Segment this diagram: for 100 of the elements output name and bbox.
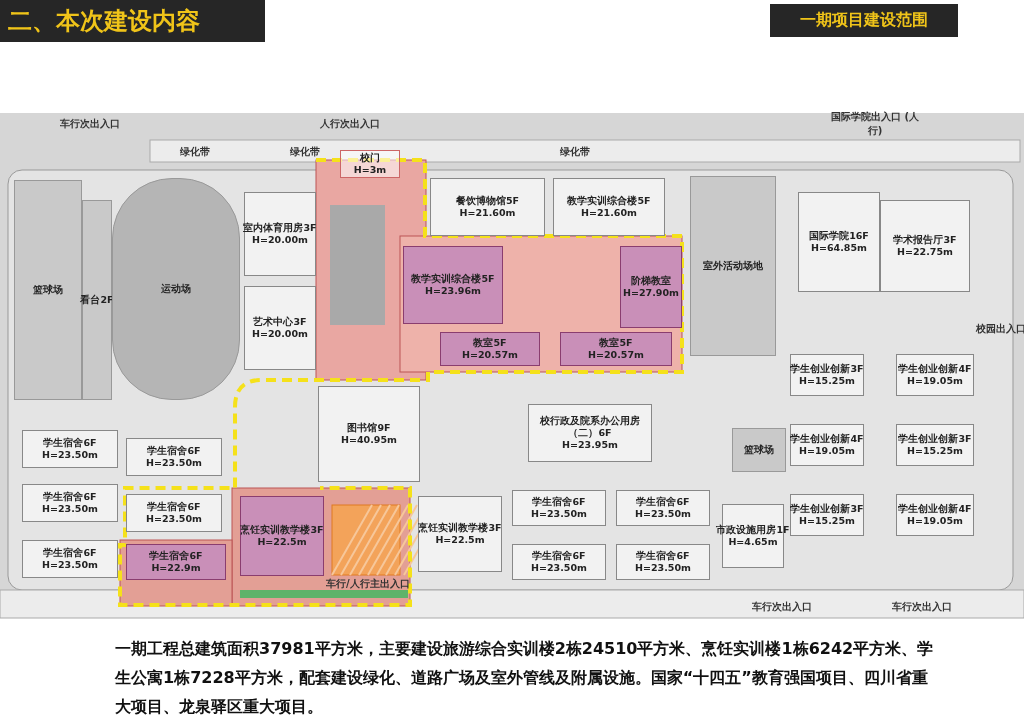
height-label: H=23.50m xyxy=(42,503,98,515)
building-name: 室外活动场地 xyxy=(703,260,763,272)
height-label: H=19.05m xyxy=(907,515,963,527)
height-label: H=15.25m xyxy=(799,375,855,387)
building-block xyxy=(430,178,545,236)
sports-field xyxy=(690,176,776,356)
height-label: H=23.50m xyxy=(146,457,202,469)
height-label: H=20.57m xyxy=(588,349,644,361)
building-block xyxy=(798,192,880,292)
height-label: H=20.00m xyxy=(252,328,308,340)
height-label: H=23.95m xyxy=(562,439,618,451)
building-name: 国际学院16F xyxy=(809,230,869,242)
height-label: H=23.50m xyxy=(635,508,691,520)
building-block xyxy=(22,484,118,522)
page-title: 二、本次建设内容 xyxy=(0,0,265,42)
sports-field xyxy=(732,428,786,472)
building-name: 烹饪实训教学楼3F xyxy=(418,522,502,534)
building-name: 教室5F xyxy=(473,337,507,349)
building-name: 运动场 xyxy=(161,283,191,295)
height-label: H=15.25m xyxy=(799,515,855,527)
building-name: 餐饮博物馆5F xyxy=(455,195,520,207)
building-block xyxy=(512,490,606,526)
building-block xyxy=(896,354,974,396)
building-name: 烹饪实训教学楼3F xyxy=(240,524,324,536)
building-block xyxy=(880,200,970,292)
height-label: H=19.05m xyxy=(799,445,855,457)
entrance-label: 车行次出入口 xyxy=(892,600,952,614)
building-name: 教学实训综合楼5F xyxy=(411,273,495,285)
height-label: H=23.50m xyxy=(635,562,691,574)
building-name: 图书馆9F xyxy=(347,422,391,434)
entrance-label: 车行次出入口 xyxy=(752,600,812,614)
building-block xyxy=(22,430,118,468)
caption-text: 一期工程总建筑面积37981平方米，主要建设旅游综合实训楼2栋24510平方米、烹饪实训楼1栋6242平方米、学生公寓1栋7228平方米，配套建设绿化、道路广场及室外管线及附属设施。国家“十四五”教育强国项目、四川省重大项目、龙泉驿区重大项目。 xyxy=(115,638,935,718)
building-block xyxy=(790,424,864,466)
height-label: H=23.50m xyxy=(146,513,202,525)
section-heading: 一期项目建设范围 xyxy=(770,4,958,37)
height-label: H=22.9m xyxy=(151,562,201,574)
building-block xyxy=(616,544,710,580)
building-name: 学生宿舍6F xyxy=(636,550,690,562)
building-block xyxy=(553,178,665,236)
height-label: H=23.50m xyxy=(531,508,587,520)
highlighted-building xyxy=(440,332,540,366)
highlighted-building xyxy=(620,246,682,328)
building-name: 阶梯教室 xyxy=(631,275,671,287)
building-name: 学生创业创新4F xyxy=(790,433,864,445)
building-name: 学生宿舍6F xyxy=(43,491,97,503)
building-block xyxy=(528,404,652,462)
greenbelt-label: 绿化带 xyxy=(560,145,590,159)
building-name: 篮球场 xyxy=(744,444,774,456)
building-name: 校行政及院系办公用房（二）6F xyxy=(539,415,641,439)
building-block xyxy=(22,540,118,578)
building-name: 艺术中心3F xyxy=(253,316,307,328)
building-block xyxy=(126,438,222,476)
height-label: H=22.5m xyxy=(257,536,307,548)
height-label: H=21.60m xyxy=(581,207,637,219)
building-block xyxy=(126,494,222,532)
height-label: H=64.85m xyxy=(811,242,867,254)
height-label: H=20.00m xyxy=(252,234,308,246)
height-label: H=40.95m xyxy=(341,434,397,446)
height-label: H=22.5m xyxy=(435,534,485,546)
entrance-label: 车行/人行主出入口 xyxy=(326,577,410,591)
building-block xyxy=(244,286,316,370)
height-label: H=4.65m xyxy=(728,536,778,548)
height-label: H=23.96m xyxy=(425,285,481,297)
building-block xyxy=(318,386,420,482)
building-name: 学生宿舍6F xyxy=(147,501,201,513)
building-name: 学生宿舍6F xyxy=(149,550,203,562)
building-block xyxy=(418,496,502,572)
building-block xyxy=(896,494,974,536)
building-block xyxy=(790,494,864,536)
height-label: H=23.50m xyxy=(531,562,587,574)
height-label: H=21.60m xyxy=(459,207,516,219)
building-name: 教学实训综合楼5F xyxy=(567,195,651,207)
building-block xyxy=(512,544,606,580)
height-label: H=15.25m xyxy=(907,445,963,457)
building-name: 学生宿舍6F xyxy=(636,496,690,508)
building-name: 学生创业创新3F xyxy=(790,363,864,375)
height-label: H=20.57m xyxy=(462,349,518,361)
building-name: 教室5F xyxy=(599,337,633,349)
height-label: H=27.90m xyxy=(623,287,679,299)
greenbelt-label: 绿化带 xyxy=(180,145,210,159)
building-name: 学生宿舍6F xyxy=(532,496,586,508)
sports-field xyxy=(14,180,82,400)
building-name: 学生宿舍6F xyxy=(532,550,586,562)
building-name: 校门 xyxy=(360,152,380,164)
entrance-label: 车行次出入口 xyxy=(60,117,120,131)
sports-field xyxy=(82,200,112,400)
building-name: 学生创业创新4F xyxy=(898,363,972,375)
building-name: 室内体育用房3F xyxy=(243,222,317,234)
gate-marker xyxy=(340,150,400,178)
building-name: 学生宿舍6F xyxy=(43,437,97,449)
height-label: H=22.75m xyxy=(897,246,953,258)
building-block xyxy=(896,424,974,466)
height-label: H=19.05m xyxy=(907,375,963,387)
greenbelt-label: 绿化带 xyxy=(290,145,320,159)
building-name: 学生宿舍6F xyxy=(43,547,97,559)
highlighted-building xyxy=(240,496,324,576)
height-label: H=3m xyxy=(353,164,387,176)
building-name: 学术报告厅3F xyxy=(893,234,957,246)
entrance-label: 人行次出入口 xyxy=(320,117,380,131)
